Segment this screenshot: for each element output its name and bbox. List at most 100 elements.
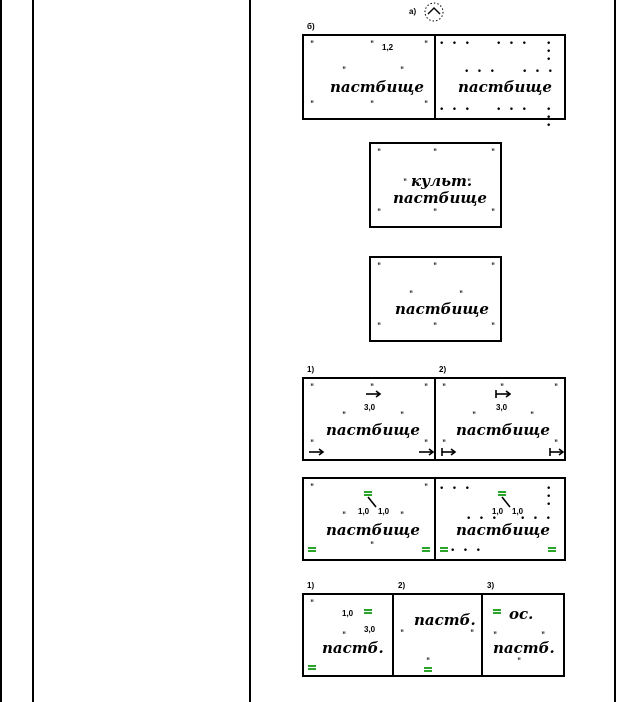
tick: " [491, 149, 496, 157]
tick: " [400, 67, 405, 75]
tick: " [554, 440, 559, 448]
width-label: 1,0 [342, 609, 354, 618]
green-mark [308, 665, 316, 670]
label-3: 3) [487, 581, 495, 590]
pasture-box-right: • • • • • • • • • • • • • • • пастбище •… [434, 34, 566, 131]
green-mark [498, 491, 506, 496]
tick: " [433, 323, 438, 331]
tick: " [310, 600, 315, 608]
green-mark [308, 547, 316, 552]
diagonal-line [501, 496, 511, 508]
pasture-text: пастбище [458, 78, 552, 96]
width-label: 3,0 [364, 625, 376, 634]
cultivated-pasture-box: " " " культ. " " пастбище " " " [369, 142, 502, 228]
bar-arrow-icon [495, 390, 512, 398]
tick: " [442, 384, 447, 392]
dots: • • • [546, 105, 553, 131]
label-2: 2) [439, 365, 447, 374]
dots: • • • [520, 514, 553, 524]
tick: " [426, 658, 431, 666]
tick: " [554, 384, 559, 392]
tick: " [370, 542, 375, 550]
tick: " [530, 412, 535, 420]
pasture-abbr-text: пастб. [493, 639, 555, 657]
tick: " [467, 179, 472, 187]
pasture-text: пастбище [395, 300, 489, 318]
dots: • • • [522, 67, 555, 77]
label-2: 2) [398, 581, 406, 590]
tick: " [377, 263, 382, 271]
tick: " [310, 484, 315, 492]
table-divider-1 [32, 0, 34, 702]
bar-arrow-icon [441, 448, 457, 456]
width-label: 1,0 [358, 507, 370, 516]
tick: " [541, 632, 546, 640]
tick: " [470, 630, 475, 638]
pasture-abbr-text: пастб. [322, 639, 384, 657]
width-label: 1,0 [378, 507, 390, 516]
dots: • • • [464, 67, 497, 77]
tick: " [400, 512, 405, 520]
dots: • • • [496, 105, 529, 115]
tick: " [459, 291, 464, 299]
tick: " [409, 291, 414, 299]
dots: • • • [466, 514, 499, 524]
tick: " [370, 384, 375, 392]
tick: " [342, 412, 347, 420]
tick: " [377, 323, 382, 331]
pasture-text: пастбище [330, 78, 424, 96]
arc-symbol [424, 2, 444, 22]
green-mark [424, 667, 432, 672]
tick: " [377, 209, 382, 217]
label-1: 1) [307, 581, 315, 590]
width-label: 1,2 [382, 43, 394, 52]
abbr-box-3: ос. " " пастб. " [481, 593, 565, 677]
width-label: 1,0 [512, 507, 524, 516]
arrow-icon [419, 448, 435, 456]
label-a: а) [409, 7, 417, 16]
green-mark [493, 609, 501, 614]
width-label: 1,0 [492, 507, 504, 516]
cultivated-text: культ. [411, 172, 473, 190]
width-label: 3,0 [364, 403, 376, 412]
tick: " [400, 630, 405, 638]
arrow-icon [366, 390, 382, 398]
tick: " [433, 209, 438, 217]
tick: " [491, 323, 496, 331]
green-mark [364, 609, 372, 614]
abbr-box-2: пастб. " " " [392, 593, 483, 677]
width-label: 3,0 [496, 403, 508, 412]
arrow-icon [309, 448, 325, 456]
tick: " [403, 179, 408, 187]
tick: " [433, 149, 438, 157]
pasture-text: пастбище [456, 521, 550, 539]
tick: " [442, 440, 447, 448]
label-1: 1) [307, 365, 315, 374]
green-mark [548, 547, 556, 552]
pasture-text: пастбище [393, 189, 487, 207]
dots: • • • [439, 484, 472, 494]
tick: " [424, 484, 429, 492]
tick: " [517, 658, 522, 666]
diagonal-line [367, 496, 377, 508]
pasture-text: пастбище [456, 421, 550, 439]
pasture-box-left: " 1,2 " " " " пастбище " " " [302, 34, 436, 120]
tick: " [370, 101, 375, 109]
tick: " [424, 440, 429, 448]
table-divider-2 [249, 0, 251, 702]
dots: • • • [439, 105, 472, 115]
table-border-left [0, 0, 2, 702]
arrow-box-1: " " " 3,0 " " пастбище " " [302, 377, 436, 461]
green-mark [364, 491, 372, 496]
tick: " [370, 41, 375, 49]
tick: " [424, 41, 429, 49]
pasture-text: пастбище [326, 421, 420, 439]
abbr-box-1: " 1,0 3,0 " пастб. [302, 593, 394, 677]
tick: " [500, 384, 505, 392]
bar-arrow-icon [549, 448, 565, 456]
label-b: б) [307, 22, 315, 31]
dots: • • • [450, 546, 483, 556]
tick: " [377, 149, 382, 157]
arrow-box-2: " " " 3,0 " " пастбище " " [434, 377, 566, 461]
tick: " [400, 412, 405, 420]
